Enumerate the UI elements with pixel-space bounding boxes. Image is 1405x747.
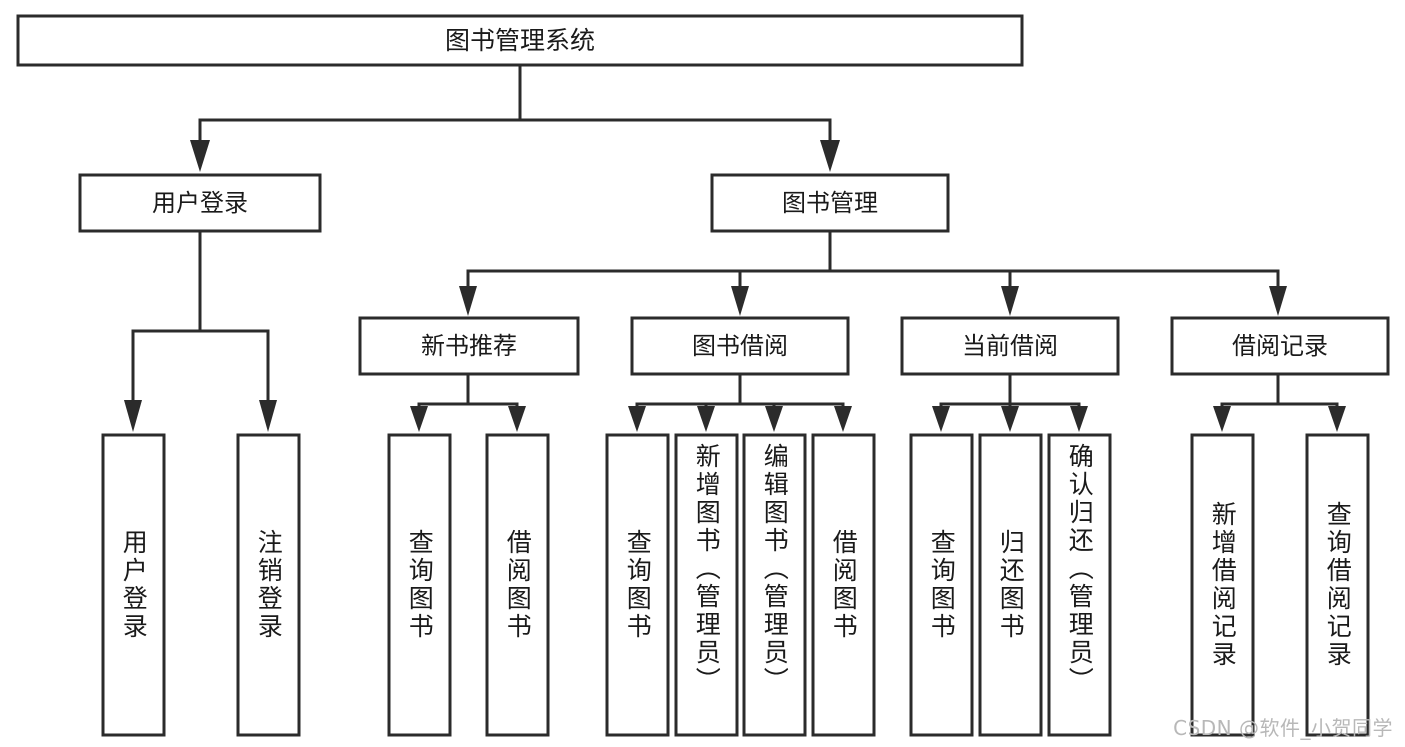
node-box-leaf-query-book-2[interactable]: [605, 433, 670, 737]
node-box-leaf-user-login[interactable]: [101, 433, 166, 737]
arrow-head-leaf-logout: [259, 400, 277, 432]
arrow-head-leaf-query-book-2: [628, 406, 646, 432]
arrow-head-leaf-edit-book: [765, 406, 783, 432]
connector-group-book-manage: [459, 229, 1287, 316]
connector-group-current-borrow: [932, 372, 1088, 432]
node-box-user-login[interactable]: [78, 173, 322, 233]
node-box-leaf-add-book[interactable]: [674, 433, 739, 737]
arrow-head-user-login: [190, 140, 210, 172]
arrow-head-borrow-record: [1269, 286, 1287, 316]
node-box-leaf-borrow-book-1[interactable]: [485, 433, 550, 737]
arrow-head-book-manage: [820, 140, 840, 172]
node-box-leaf-query-record[interactable]: [1305, 433, 1370, 737]
node-label-current-borrow: 当前借阅: [962, 332, 1058, 360]
connector-group-book-borrow: [628, 372, 852, 432]
node-box-leaf-query-book-1[interactable]: [387, 433, 452, 737]
node-label-user-login: 用户登录: [152, 189, 248, 217]
node-box-leaf-return-book[interactable]: [978, 433, 1043, 737]
node-label-borrow-record: 借阅记录: [1232, 332, 1328, 360]
connector-group-user-login: [124, 229, 277, 432]
connector-group-root: [190, 63, 840, 172]
watermark-text: CSDN @软件_小贺同学: [1173, 716, 1393, 740]
arrow-head-leaf-borrow-book-2: [834, 406, 852, 432]
node-label-root: 图书管理系统: [445, 26, 595, 55]
arrow-head-leaf-add-book: [697, 406, 715, 432]
node-box-book-borrow[interactable]: [630, 316, 850, 376]
arrow-head-leaf-query-book-1: [410, 406, 428, 432]
node-box-current-borrow[interactable]: [900, 316, 1120, 376]
arrow-head-leaf-query-book-3: [932, 406, 950, 432]
arrow-head-leaf-return-book: [1001, 406, 1019, 432]
arrow-head-leaf-add-record: [1213, 406, 1231, 432]
node-box-book-manage[interactable]: [710, 173, 950, 233]
arrow-head-leaf-user-login: [124, 400, 142, 432]
node-box-borrow-record[interactable]: [1170, 316, 1390, 376]
arrow-head-leaf-confirm-return: [1070, 406, 1088, 432]
arrow-head-current-borrow: [1001, 286, 1019, 316]
node-box-root[interactable]: [16, 14, 1024, 67]
node-label-book-manage: 图书管理: [782, 189, 878, 217]
node-box-leaf-logout[interactable]: [236, 433, 301, 737]
arrow-head-new-book-recommend: [459, 286, 477, 316]
node-box-new-book-recommend[interactable]: [358, 316, 580, 376]
node-label-new-book-recommend: 新书推荐: [421, 332, 517, 360]
node-box-leaf-borrow-book-2[interactable]: [811, 433, 876, 737]
node-label-book-borrow: 图书借阅: [692, 332, 788, 360]
arrow-head-book-borrow: [731, 286, 749, 316]
arrow-head-leaf-borrow-book-1: [508, 406, 526, 432]
node-box-leaf-query-book-3[interactable]: [909, 433, 974, 737]
connector-group-borrow-record: [1213, 372, 1346, 432]
arrow-head-leaf-query-record: [1328, 406, 1346, 432]
node-box-leaf-confirm-return[interactable]: [1047, 433, 1112, 737]
node-box-leaf-edit-book[interactable]: [742, 433, 807, 737]
node-box-leaf-add-record[interactable]: [1190, 433, 1255, 737]
connector-group-new-book-recommend: [410, 372, 526, 432]
